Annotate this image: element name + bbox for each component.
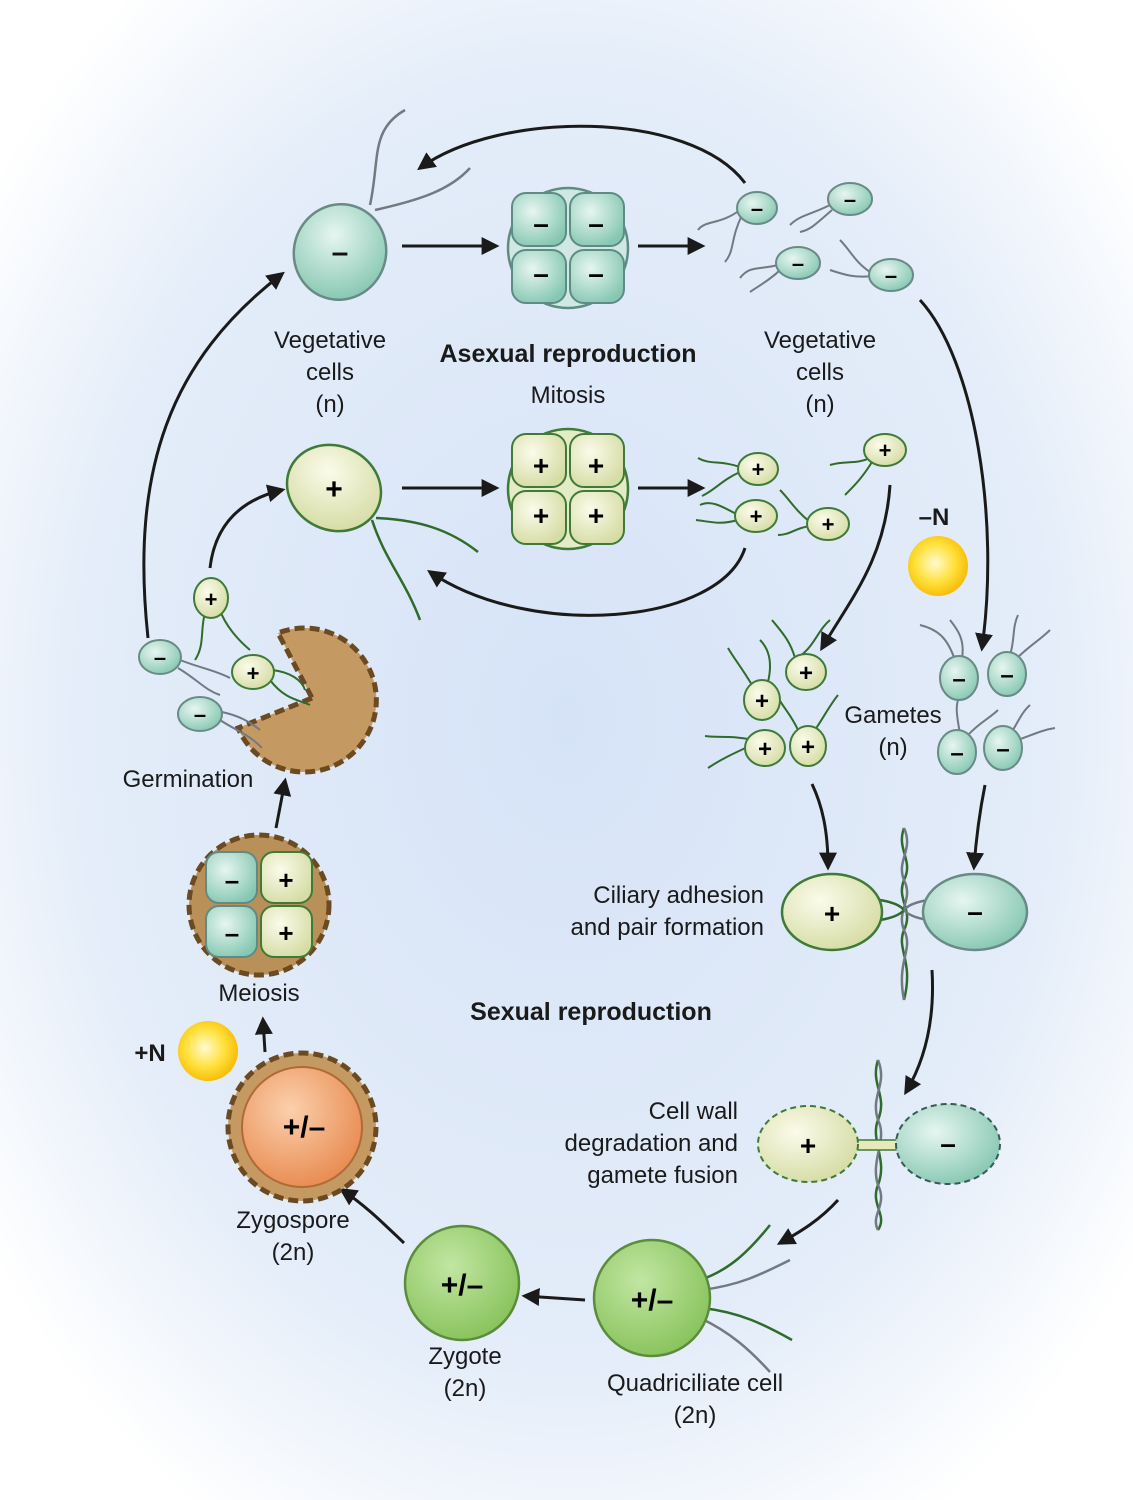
sign-plus: + xyxy=(822,512,835,537)
fusion-pair: + – xyxy=(757,1059,1001,1231)
cells: – – – – – – – – – xyxy=(138,108,1056,1373)
title-asexual-reproduction: Asexual reproduction xyxy=(439,340,697,368)
sign-plus: + xyxy=(533,500,549,531)
sign-plus: + xyxy=(752,457,765,482)
sign-minus: – xyxy=(332,236,349,269)
sign-plus: + xyxy=(879,438,892,463)
sign-minus: – xyxy=(940,1128,956,1159)
sign-minus: – xyxy=(952,666,965,693)
sign-minus: – xyxy=(225,865,239,895)
label-mitosis: Mitosis xyxy=(530,382,606,409)
sign-plus: + xyxy=(750,504,763,529)
label-zygote: Zygote(2n) xyxy=(428,1343,502,1402)
label-gametes: Gametes(n) xyxy=(844,702,942,761)
sign-plusminus: +/– xyxy=(441,1269,484,1302)
open-spore-wall xyxy=(234,625,379,775)
germinating-spore: + + – – xyxy=(138,577,379,775)
sign-minus: – xyxy=(225,918,239,948)
sign-minus: – xyxy=(967,896,983,927)
mitosis-plus-tetrad: + + + + xyxy=(506,427,630,551)
sign-minus: – xyxy=(154,645,166,670)
sign-plus: + xyxy=(799,660,813,687)
label-quadriciliate: Quadriciliate cell(2n) xyxy=(606,1370,784,1429)
sign-plus: + xyxy=(205,587,218,612)
sign-plus: + xyxy=(758,736,772,763)
sign-plus: + xyxy=(800,1130,816,1161)
vegetative-minus-cell: – xyxy=(292,108,471,302)
cycle-arrows xyxy=(142,124,993,1306)
daughter-minus-bodies: – – – – xyxy=(736,182,914,292)
minus-gamete-bodies: – – – – xyxy=(937,651,1027,775)
meiosis-tetrad: – + – + xyxy=(186,832,332,978)
quadriciliate-cell: +/– xyxy=(592,1224,793,1373)
sign-minus: – xyxy=(1000,662,1013,689)
sign-minus: – xyxy=(533,208,549,239)
mitosis-minus-tetrad: – – – – xyxy=(506,186,630,310)
sign-plusminus: +/– xyxy=(283,1111,326,1144)
sign-plus: + xyxy=(588,500,604,531)
mating-pair: + – xyxy=(780,827,1029,1001)
sign-minus: – xyxy=(533,258,549,289)
condition-minus-n: –N xyxy=(918,504,950,531)
sign-plus: + xyxy=(588,450,604,481)
sign-plus: + xyxy=(278,865,293,895)
sign-minus: – xyxy=(885,263,897,288)
sun-icon xyxy=(178,1021,238,1081)
zygospore-cell: +/– xyxy=(225,1050,379,1204)
condition-plus-n: +N xyxy=(134,1040,166,1067)
sun-icon xyxy=(908,536,968,596)
sign-plus: + xyxy=(247,661,260,686)
zygote-cell: +/– xyxy=(403,1224,521,1342)
sign-minus: – xyxy=(844,187,856,212)
sign-minus: – xyxy=(588,258,604,289)
sign-plus: + xyxy=(278,918,293,948)
sign-plus: + xyxy=(755,688,769,715)
label-zygospore: Zygospore(2n) xyxy=(236,1207,350,1266)
label-germination: Germination xyxy=(122,766,254,793)
sign-minus: – xyxy=(194,702,206,727)
sign-minus: – xyxy=(950,740,963,767)
sign-plus: + xyxy=(325,473,343,506)
sign-plus: + xyxy=(801,734,815,761)
daughter-plus-bodies: + + + + xyxy=(734,433,907,541)
sign-minus: – xyxy=(588,208,604,239)
sign-minus: – xyxy=(996,736,1009,763)
sign-minus: – xyxy=(792,251,804,276)
label-meiosis: Meiosis xyxy=(218,980,300,1007)
sign-plus: + xyxy=(824,898,840,929)
daughter-minus-cells xyxy=(697,204,873,293)
sign-plus: + xyxy=(533,450,549,481)
vegetative-plus-cell: + xyxy=(285,443,479,621)
plus-gamete-bodies: + + + + xyxy=(743,653,827,767)
title-sexual-reproduction: Sexual reproduction xyxy=(470,998,712,1026)
sign-minus: – xyxy=(751,196,763,221)
sign-plusminus: +/– xyxy=(631,1284,674,1317)
